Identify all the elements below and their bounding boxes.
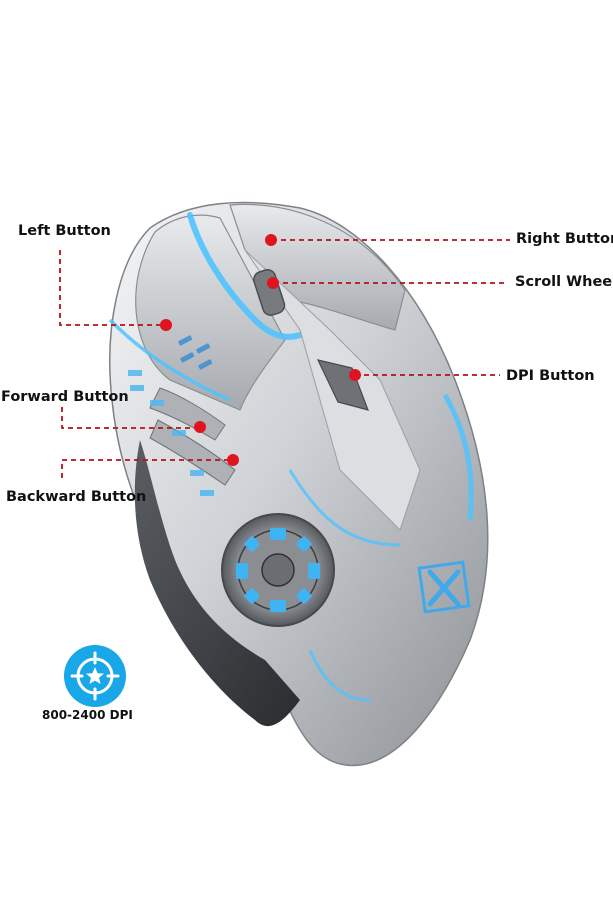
- led-strip-lower: [288, 469, 401, 547]
- marker-left-button: [160, 319, 172, 331]
- label-left-button: Left Button: [18, 223, 111, 239]
- marker-right-button: [265, 234, 277, 246]
- x-logo-icon: [417, 560, 471, 614]
- led-strip-bottom: [308, 649, 371, 702]
- markers: [160, 234, 361, 466]
- label-scroll-wheel: Scroll Wheel: [515, 274, 613, 290]
- forward-button-shape: [149, 387, 226, 441]
- label-right-button: Right Button: [516, 231, 613, 247]
- side-grip: [134, 440, 300, 727]
- marker-backward-button: [227, 454, 239, 466]
- dpi-badge-label: 800-2400 DPI: [42, 708, 133, 722]
- label-backward-button: Backward Button: [6, 489, 147, 505]
- vent-marks: [178, 335, 213, 370]
- marker-scroll-wheel: [267, 277, 279, 289]
- gear-wheel: [221, 513, 335, 627]
- led-strip-left: [108, 318, 231, 402]
- leader-lines: [59, 239, 510, 478]
- dpi-button-shape: [316, 359, 369, 411]
- marker-forward-button: [194, 421, 206, 433]
- label-forward-button: Forward Button: [1, 389, 129, 405]
- label-dpi-button: DPI Button: [506, 368, 595, 384]
- led-strip-top: [187, 212, 303, 340]
- left-button-panel: [135, 214, 286, 411]
- side-led-marks: [128, 370, 214, 496]
- dpi-badge: [64, 645, 126, 707]
- crosshair-star-icon: [70, 651, 120, 701]
- led-strip-right: [442, 393, 474, 521]
- marker-dpi-button: [349, 369, 361, 381]
